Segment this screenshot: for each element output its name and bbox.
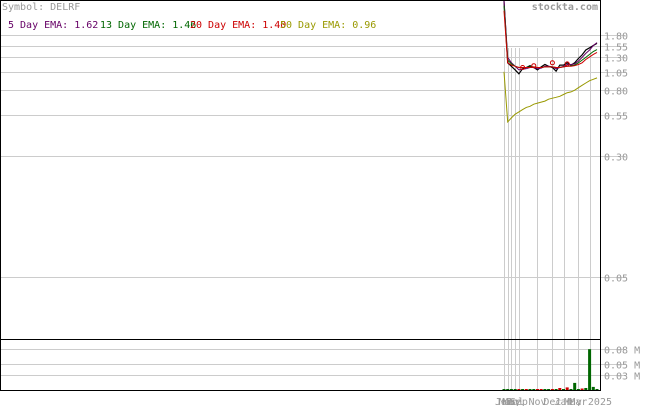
volume-bar: [536, 389, 539, 390]
date-tick-label: Jul: [506, 397, 524, 406]
volume-bar: [509, 389, 513, 390]
price-tick-label: 0.80: [604, 87, 628, 98]
legend-ema20: 20 Day EMA: 1.40: [190, 20, 286, 31]
volume-axis: 0.08 M 0.05 M0.03 M: [604, 346, 640, 383]
date-tick-label: Nov: [528, 397, 546, 406]
volume-bar: [562, 389, 565, 390]
date-tick-label: May 2025: [564, 397, 612, 406]
price-tick-label: 0.55: [604, 112, 628, 123]
price-series: [503, 0, 598, 124]
price-tick-label: 1.80: [604, 32, 628, 43]
volume-grid: [1, 349, 625, 376]
price-marker: [564, 61, 570, 67]
volume-bar: [573, 382, 577, 390]
volume-bars: [502, 349, 599, 390]
volume-tick-label: 0.08 M: [604, 346, 640, 357]
volume-bar: [521, 389, 525, 390]
volume-bar: [591, 386, 595, 390]
volume-bar: [565, 387, 569, 390]
price-tick-label: 1.05: [604, 69, 628, 80]
volume-bar: [576, 389, 580, 390]
price-marker: [520, 65, 526, 70]
volume-bar: [524, 389, 528, 390]
price-marker: [549, 60, 555, 66]
volume-bar: [528, 389, 532, 390]
date-tick-label: Mar: [569, 397, 587, 406]
price-markers: [520, 60, 570, 70]
date-gridlines: [504, 48, 591, 390]
date-tick-label: Jan: [554, 397, 572, 406]
series-line-ema20: [503, 10, 598, 68]
ema-legend: 5 Day EMA: 1.62 13 Day EMA: 1.46 20 Day …: [8, 20, 376, 31]
volume-bar: [506, 389, 510, 390]
symbol-label: Symbol: DELRF: [2, 2, 80, 13]
legend-ema50: 50 Day EMA: 0.96: [280, 20, 376, 31]
volume-bar: [595, 389, 599, 390]
volume-bar: [580, 388, 584, 390]
price-tick-label: 1.30: [604, 54, 628, 65]
volume-bar: [569, 389, 573, 390]
volume-tick-label: 0.03 M: [604, 372, 640, 383]
volume-panel-frame: [0, 339, 601, 391]
date-tick-label: Mar: [499, 397, 517, 406]
volume-bar: [550, 389, 554, 390]
volume-bar: [558, 388, 562, 390]
volume-bar: [554, 389, 558, 390]
volume-bar: [513, 389, 517, 390]
price-axis: 1.801.551.30 1.05 0.80 0.55 0.30 0.05: [604, 32, 628, 285]
series-line-ema50: [503, 71, 598, 124]
legend-ema5: 5 Day EMA: 1.62: [8, 20, 98, 31]
volume-bar: [517, 389, 521, 390]
volume-bar: [547, 389, 551, 390]
price-tick-label: 1.55: [604, 43, 628, 54]
volume-bar: [588, 349, 592, 390]
volume-bar: [532, 389, 536, 390]
brand-watermark: stockta.com: [532, 2, 598, 13]
volume-tick-label: 0.05 M: [604, 361, 640, 372]
volume-bar: [502, 389, 506, 390]
date-tick-label: Dec: [543, 397, 561, 406]
volume-bar: [543, 389, 547, 390]
price-tick-label: 0.30: [604, 153, 628, 164]
price-grid: [1, 35, 625, 278]
volume-bar: [584, 388, 588, 390]
date-tick-label: Jan: [495, 397, 513, 406]
date-tick-label: May: [502, 397, 520, 406]
legend-ema13: 13 Day EMA: 1.46: [100, 20, 196, 31]
price-tick-label: 0.05: [604, 274, 628, 285]
price-marker: [531, 63, 537, 69]
volume-bar: [539, 389, 543, 390]
date-tick-label: Sep: [510, 397, 528, 406]
